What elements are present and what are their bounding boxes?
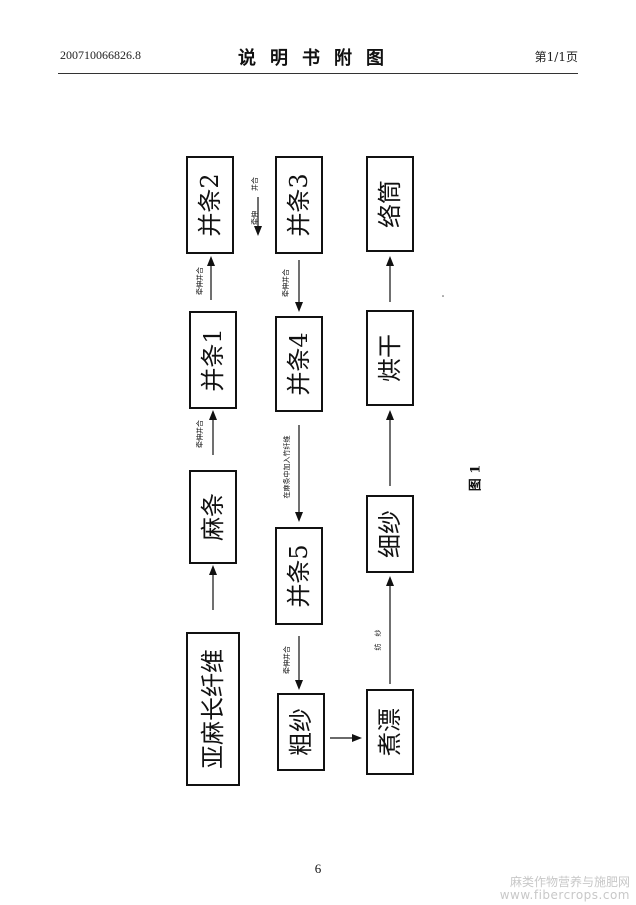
arrow-bingtiao2-to-bingtiao3 [254,197,262,236]
watermark-site-url: www.fibercrops.com [499,888,630,902]
label-draft-2-3-b: 牵伸 [250,211,259,225]
arrow-zhupiao-to-xisha [386,576,394,684]
node-bingtiao5-box [275,527,323,625]
arrow-bingtiao3-to-bingtiao4 [295,260,303,312]
node-bingtiao1-label: 并条1 [199,328,227,391]
label-draft-2-3-a: 并合 [250,177,259,191]
arrow-bingtiao5-to-cusha [295,636,303,690]
scan-artifact-dot [442,295,444,297]
node-luotong-label: 络筒 [376,180,404,228]
node-bingtiao5-label: 并条5 [285,544,313,607]
node-bingtiao4-label: 并条4 [285,332,313,395]
node-cusha-label: 粗纱 [287,708,315,756]
label-spinning: 纺 纱 [373,630,382,651]
node-xisha-label: 细纱 [376,510,404,558]
label-add-bamboo: 在麻条中加入竹纤维 [282,436,291,499]
node-honggan-label: 烘干 [376,334,404,382]
node-bingtiao1-box [189,311,237,409]
arrow-bingtiao1-to-bingtiao2 [207,256,215,300]
node-bingtiao3-box [275,156,323,254]
node-matiao-label: 麻条 [199,493,227,541]
page-info: 第1/1页 [534,50,578,64]
node-yama-box [186,632,240,786]
document-number: 200710066826.8 [60,48,141,62]
node-matiao-box [189,470,237,564]
node-zhupiao-label: 煮漂 [376,708,404,756]
arrow-bingtiao4-to-bingtiao5 [295,425,303,522]
node-luotong-box [366,156,414,252]
page-title: 说明书附图 [238,48,398,69]
node-bingtiao3-label: 并条3 [285,173,313,236]
node-zhupiao-box [366,689,414,775]
header-rule [58,73,578,74]
node-bingtiao4-box [275,316,323,412]
label-draft-combine-2: 牵伸并合 [195,267,204,295]
page-number: 6 [314,861,322,876]
arrow-cusha-to-zhupiao [330,734,362,742]
node-bingtiao2-box [186,156,234,254]
label-draft-combine-5: 牵伸并合 [282,646,291,674]
node-xisha-box [366,495,414,573]
node-honggan-box [366,310,414,406]
node-yama-label: 亚麻长纤维 [199,649,227,769]
figure-caption: 图 1 [469,465,484,492]
arrow-honggan-to-luotong [386,256,394,302]
node-cusha-box [277,693,325,771]
arrow-matiao-to-bingtiao1 [209,410,217,455]
node-bingtiao2-label: 并条2 [196,173,224,236]
watermark-site-name: 麻类作物营养与施肥网 [509,875,630,889]
label-draft-combine-1: 牵伸并合 [195,420,204,448]
arrow-yama-to-matiao [209,565,217,610]
arrow-xisha-to-honggan [386,410,394,486]
label-draft-combine-3: 牵伸并合 [281,269,290,297]
